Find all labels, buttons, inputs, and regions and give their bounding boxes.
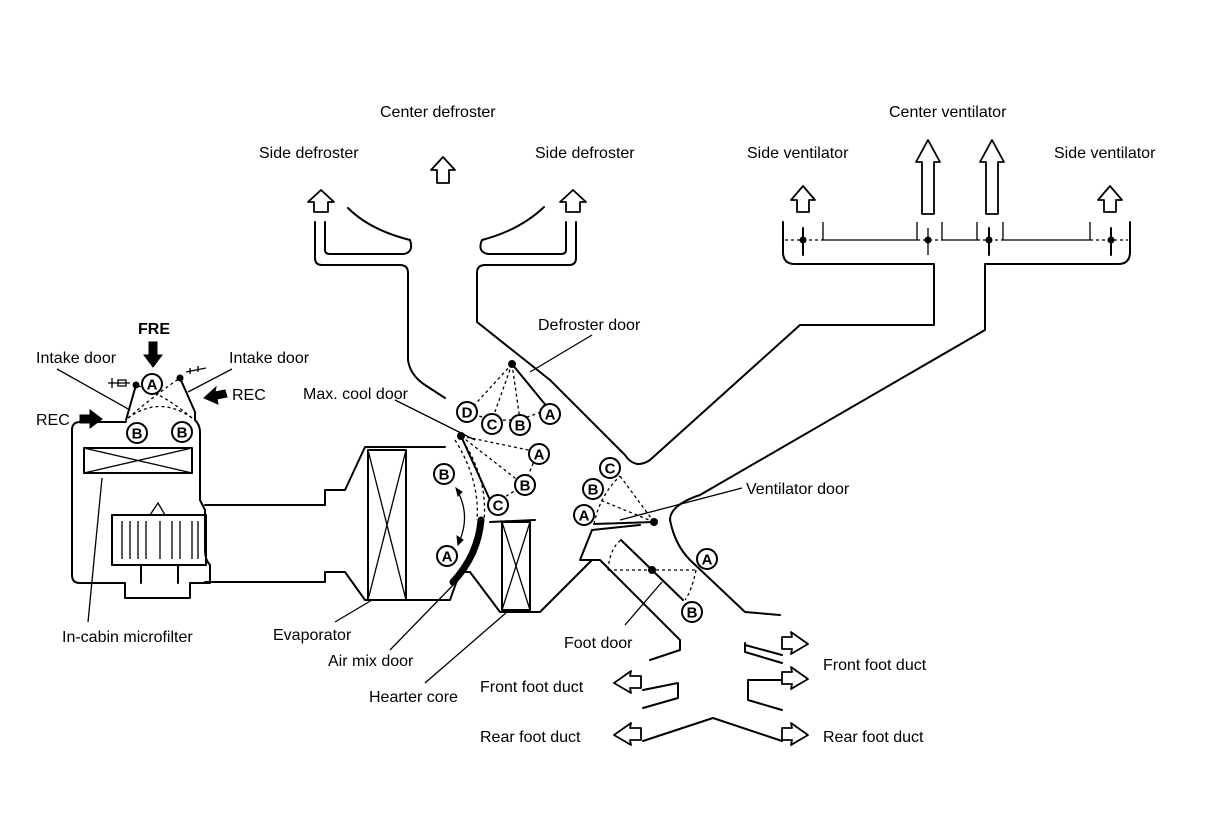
air-mix-door-mechanism xyxy=(449,486,485,586)
air-mix-door-pos-a: A xyxy=(436,545,458,567)
svg-text:C: C xyxy=(605,461,616,478)
svg-text:B: B xyxy=(177,425,188,442)
heater-core-label: Hearter core xyxy=(369,689,458,706)
max-cool-door-pos-b: B xyxy=(514,474,536,496)
front-foot-duct-right-arrow-upper-icon xyxy=(781,631,809,655)
side-ventilator-left-label: Side ventilator xyxy=(747,145,849,162)
side-ventilator-right-label: Side ventilator xyxy=(1054,145,1156,162)
defroster-door-pos-a: A xyxy=(539,403,561,425)
defroster-door-pos-c: C xyxy=(481,413,503,435)
max-cool-door-label: Max. cool door xyxy=(303,386,409,403)
svg-text:A: A xyxy=(545,407,556,424)
ventilator-door-label: Ventilator door xyxy=(746,481,850,498)
foot-duct-outlets xyxy=(642,642,783,742)
foot-door-pos-b: B xyxy=(681,601,703,623)
center-defroster-label: Center defroster xyxy=(380,104,496,121)
front-foot-duct-right-label: Front foot duct xyxy=(823,657,927,674)
position-markers: A B B D C B A A B C B A A B C A B xyxy=(126,373,718,623)
foot-door-mechanism xyxy=(607,539,697,601)
evaporator-label: Evaporator xyxy=(273,627,352,644)
fre-label: FRE xyxy=(138,321,170,338)
svg-text:D: D xyxy=(462,405,473,422)
heater-core xyxy=(489,519,536,611)
intake-door-left-label: Intake door xyxy=(36,350,117,367)
center-defroster-arrow-icon xyxy=(430,156,456,184)
intake-unit xyxy=(71,412,211,599)
air-mix-door-pos-b: B xyxy=(433,463,455,485)
svg-text:B: B xyxy=(515,418,526,435)
intake-door-pos-b-left: B xyxy=(126,422,148,444)
rec-left-arrow-icon xyxy=(79,409,103,429)
in-cabin-microfilter-label: In-cabin microfilter xyxy=(62,629,193,646)
ventilator-door-mechanism xyxy=(593,475,658,526)
svg-text:A: A xyxy=(147,377,158,394)
ventilator-door-pos-a: A xyxy=(573,504,595,526)
foot-door-label: Foot door xyxy=(564,635,633,652)
center-ventilator-right-arrow-icon xyxy=(979,139,1005,215)
side-defroster-left-arrow-icon xyxy=(307,189,335,213)
rear-foot-duct-right-arrow-icon xyxy=(781,722,809,746)
defroster-door-pos-d: D xyxy=(456,401,478,423)
center-ventilator-left-arrow-icon xyxy=(915,139,941,215)
rear-foot-duct-right-label: Rear foot duct xyxy=(823,729,924,746)
side-defroster-left-label: Side defroster xyxy=(259,145,359,162)
max-cool-door-pos-c: C xyxy=(487,494,509,516)
side-defroster-right-arrow-icon xyxy=(559,189,587,213)
svg-text:C: C xyxy=(493,498,504,515)
max-cool-door-pos-a: A xyxy=(528,443,550,465)
foot-door-pos-a: A xyxy=(696,548,718,570)
center-ventilator-label: Center ventilator xyxy=(889,104,1007,121)
svg-text:B: B xyxy=(588,482,599,499)
ventilator-manifold xyxy=(782,221,1131,326)
intake-door-right-label: Intake door xyxy=(229,350,310,367)
front-foot-duct-right-arrow-lower-icon xyxy=(781,666,809,690)
svg-text:B: B xyxy=(520,478,531,495)
svg-text:A: A xyxy=(579,508,590,525)
rec-left-label: REC xyxy=(36,412,70,429)
svg-text:C: C xyxy=(487,417,498,434)
svg-text:B: B xyxy=(439,467,450,484)
svg-text:A: A xyxy=(702,552,713,569)
front-foot-duct-left-arrow-icon xyxy=(613,670,642,694)
svg-text:A: A xyxy=(442,549,453,566)
rec-right-label: REC xyxy=(232,387,266,404)
hvac-case xyxy=(514,324,986,661)
rec-right-arrow-icon xyxy=(203,385,228,405)
ventilator-door-pos-b: B xyxy=(582,478,604,500)
evaporator-housing xyxy=(204,446,516,613)
fre-arrow-icon xyxy=(143,341,163,368)
side-ventilator-left-arrow-icon xyxy=(790,185,816,213)
side-ventilator-right-arrow-icon xyxy=(1097,185,1123,213)
defroster-door-pos-b: B xyxy=(509,414,531,436)
defroster-door-label: Defroster door xyxy=(538,317,641,334)
defroster-duct xyxy=(314,206,577,399)
intake-door-mechanism xyxy=(108,366,207,421)
air-mix-door-label: Air mix door xyxy=(328,653,414,670)
intake-door-pos-a: A xyxy=(141,373,163,395)
front-foot-duct-left-label: Front foot duct xyxy=(480,679,584,696)
side-defroster-right-label: Side defroster xyxy=(535,145,635,162)
svg-text:B: B xyxy=(687,605,698,622)
ventilator-door-pos-c: C xyxy=(599,457,621,479)
rear-foot-duct-left-arrow-icon xyxy=(613,722,642,746)
rear-foot-duct-left-label: Rear foot duct xyxy=(480,729,581,746)
svg-text:A: A xyxy=(534,447,545,464)
svg-text:B: B xyxy=(132,426,143,443)
intake-door-pos-b-right: B xyxy=(171,421,193,443)
leader-lines xyxy=(56,334,743,684)
